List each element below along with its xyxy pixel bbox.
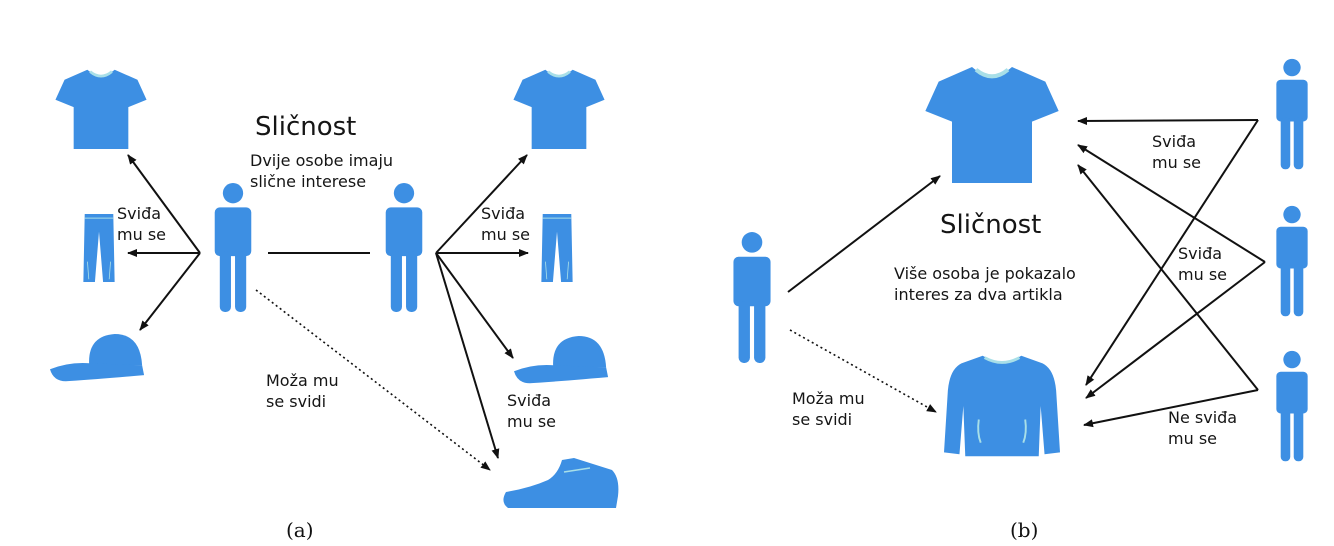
- likes-label-right: Sviđa mu se: [481, 204, 530, 244]
- pants-icon: [82, 213, 116, 283]
- person-icon: [385, 183, 423, 312]
- sweater-icon: [944, 354, 1060, 458]
- arrow-likes: [139, 252, 201, 331]
- person-icon: [1276, 350, 1308, 462]
- tshirt-icon: [513, 68, 605, 149]
- caption-b: (b): [1010, 518, 1039, 542]
- arrow-likes: [435, 252, 500, 459]
- arrow-likes: [1077, 116, 1259, 125]
- person-icon: [1276, 58, 1308, 170]
- maybe-label-a: Moža mu se svidi: [266, 371, 339, 411]
- arrow-maybe: [255, 289, 491, 471]
- likes-label-mid: Sviđa mu se: [1178, 244, 1227, 284]
- arrow-likes: [1085, 261, 1266, 399]
- maybe-label-b: Moža mu se svidi: [792, 389, 865, 429]
- likes-label-top: Sviđa mu se: [1152, 132, 1201, 172]
- arrow-likes: [1077, 164, 1259, 391]
- panel-a-title: Sličnost: [255, 112, 357, 142]
- arrow-likes: [127, 154, 201, 254]
- arrow-likes: [1085, 119, 1259, 386]
- person-icon: [733, 232, 771, 363]
- arrow-likes: [435, 252, 514, 359]
- person-icon: [1276, 205, 1308, 317]
- arrow-likes: [435, 154, 528, 254]
- arrow-likes: [1077, 144, 1266, 263]
- arrow-dislikes: [1083, 389, 1259, 428]
- likes-label-bottom: Sviđa mu se: [507, 391, 556, 431]
- cap-icon: [50, 333, 145, 382]
- panel-b-subtitle: Više osoba je pokazalo interes za dva ar…: [894, 264, 1076, 304]
- likes-label-left: Sviđa mu se: [117, 204, 166, 244]
- caption-a: (a): [286, 518, 314, 542]
- dislikes-label: Ne sviđa mu se: [1168, 408, 1238, 448]
- tshirt-icon: [55, 68, 147, 149]
- tshirt-icon: [925, 67, 1058, 183]
- pants-icon: [540, 213, 574, 283]
- cap-icon: [514, 335, 609, 384]
- shoe-icon: [502, 457, 620, 509]
- arrow-likes: [787, 175, 941, 293]
- panel-a-subtitle: Dvije osobe imaju slične interese: [250, 151, 394, 191]
- panel-b-title: Sličnost: [940, 210, 1042, 240]
- person-icon: [214, 183, 252, 312]
